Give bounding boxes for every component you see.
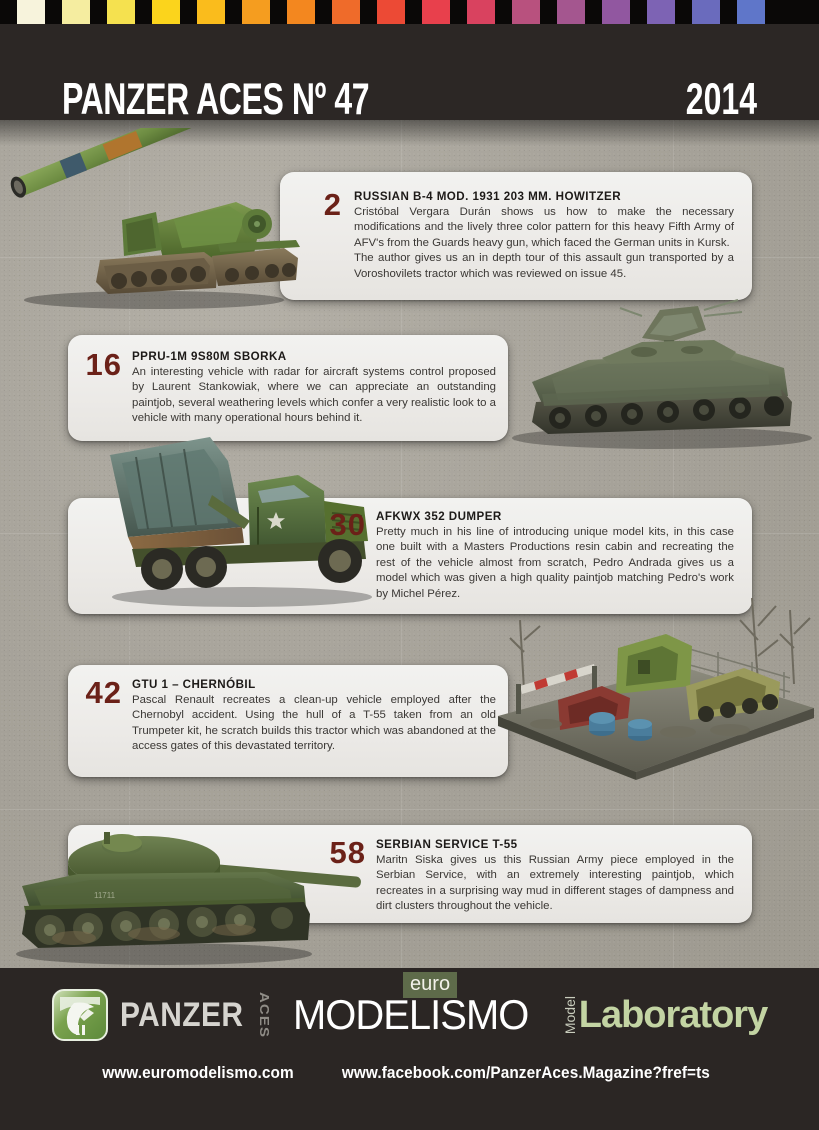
article-description: Cristóbal Vergara Durán shows us how to …	[354, 205, 734, 282]
color-swatch-strip	[0, 0, 819, 24]
article-card-2[interactable]	[68, 335, 508, 441]
article-paragraph: An interesting vehicle with radar for ai…	[132, 366, 496, 425]
article-page-number: 42	[85, 675, 122, 710]
swatch-gap	[585, 0, 602, 24]
color-swatch-10	[422, 0, 450, 24]
swatch-gap	[45, 0, 62, 24]
article-title: SERBIAN SERVICE T-55	[376, 838, 518, 851]
article-paragraph: Maritn Siska gives us this Russian Army …	[376, 854, 734, 913]
page-footer: PANZER ACES euro MODELISMO Model Laborat…	[0, 968, 819, 1130]
swatch-gap	[315, 0, 332, 24]
russian-b4-howitzer-photo	[4, 128, 304, 310]
swatch-gap	[135, 0, 152, 24]
color-swatch-3	[107, 0, 135, 24]
article-page-number: 58	[329, 835, 366, 870]
gtu-1-chernobil-diorama-photo	[490, 590, 819, 780]
color-swatch-7	[287, 0, 315, 24]
swatch-gap	[450, 0, 467, 24]
article-paragraph: Pretty much in his line of introducing u…	[376, 526, 734, 600]
article-title: GTU 1 – CHERNÓBIL	[132, 678, 256, 691]
swatch-gap	[180, 0, 197, 24]
article-title: RUSSIAN B-4 MOD. 1931 203 MM. HOWITZER	[354, 190, 622, 203]
swatch-gap	[225, 0, 242, 24]
website-url[interactable]: www.euromodelismo.com	[102, 1064, 294, 1082]
color-swatch-16	[692, 0, 720, 24]
euro-wordmark: euro	[403, 972, 458, 998]
euromodelismo-logo[interactable]: euro MODELISMO	[293, 972, 541, 1038]
article-page-number: 30	[329, 507, 366, 542]
color-swatch-6	[242, 0, 270, 24]
color-swatch-12	[512, 0, 540, 24]
modelismo-wordmark: MODELISMO	[293, 991, 529, 1038]
swatch-gap	[90, 0, 107, 24]
facebook-url[interactable]: www.facebook.com/PanzerAces.Magazine?fre…	[342, 1064, 711, 1082]
swatch-gap	[270, 0, 287, 24]
swatch-gap	[405, 0, 422, 24]
color-swatch-5	[197, 0, 225, 24]
article-description: Maritn Siska gives us this Russian Army …	[376, 853, 734, 915]
model-wordmark: Model	[561, 995, 578, 1035]
swatch-gap	[720, 0, 737, 24]
article-title: PPRU-1M 9S80M SBORKA	[132, 350, 287, 363]
swatch-gap	[495, 0, 512, 24]
color-swatch-2	[62, 0, 90, 24]
color-swatch-8	[332, 0, 360, 24]
color-swatch-4	[152, 0, 180, 24]
article-paragraph: Cristóbal Vergara Durán shows us how to …	[354, 206, 734, 249]
issue-year: 2014	[685, 74, 757, 125]
color-swatch-11	[467, 0, 495, 24]
model-laboratory-logo[interactable]: Model Laboratory	[561, 994, 768, 1036]
color-swatch-14	[602, 0, 630, 24]
panzer-aces-shield-icon	[51, 989, 108, 1041]
article-page-number: 2	[323, 187, 342, 222]
article-description: Pascal Renault recreates a clean-up vehi…	[132, 693, 496, 755]
swatch-gap	[0, 0, 17, 24]
publisher-logo-row: PANZER ACES euro MODELISMO Model Laborat…	[0, 972, 819, 1048]
color-swatch-9	[377, 0, 405, 24]
aces-wordmark: ACES	[257, 991, 273, 1039]
swatch-gap	[675, 0, 692, 24]
article-description: Pretty much in his line of introducing u…	[376, 525, 734, 602]
article-title: AFKWX 352 DUMPER	[376, 510, 502, 523]
color-swatch-1	[17, 0, 45, 24]
laboratory-wordmark: Laboratory	[578, 994, 768, 1036]
page-header: PANZER ACES Nº 47 2014	[0, 24, 819, 125]
article-paragraph: Pascal Renault recreates a clean-up vehi…	[132, 694, 496, 753]
contents-body: 2 RUSSIAN B-4 MOD. 1931 203 MM. HOWITZER…	[0, 120, 819, 968]
article-card-4[interactable]	[68, 665, 508, 777]
color-swatch-17	[737, 0, 765, 24]
article-page-number: 16	[85, 347, 122, 382]
article-card-1[interactable]	[280, 172, 752, 300]
panzer-aces-logo[interactable]: PANZER ACES	[51, 989, 273, 1041]
article-paragraph: The author gives us an in depth tour of …	[354, 252, 734, 280]
ppru-1m-sborka-photo	[492, 290, 819, 450]
article-description: An interesting vehicle with radar for ai…	[132, 365, 496, 427]
swatch-gap	[360, 0, 377, 24]
panzer-wordmark: PANZER	[119, 996, 244, 1034]
color-swatch-15	[647, 0, 675, 24]
page-title: PANZER ACES Nº 47	[62, 74, 370, 125]
swatch-gap	[630, 0, 647, 24]
footer-urls: www.euromodelismo.com www.facebook.com/P…	[0, 1064, 819, 1083]
swatch-gap	[540, 0, 557, 24]
color-swatch-13	[557, 0, 585, 24]
